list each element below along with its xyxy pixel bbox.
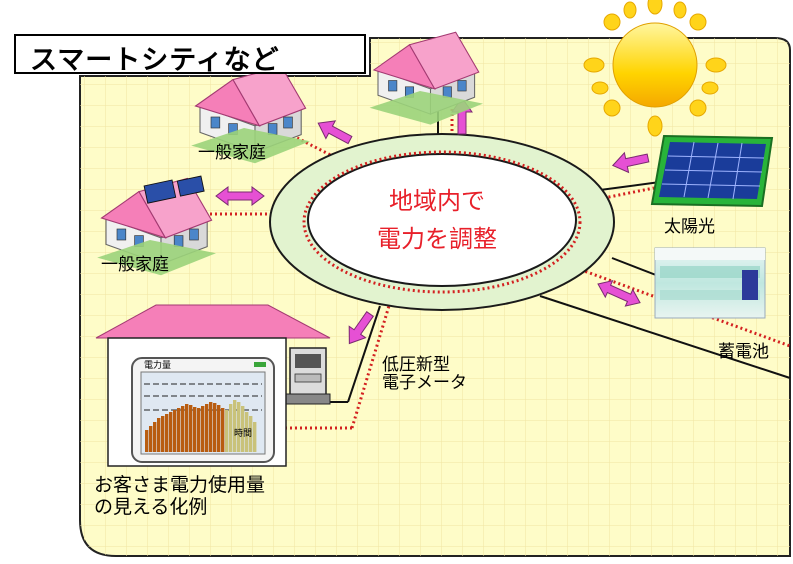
usage-bar: [161, 416, 165, 452]
usage-bar: [229, 404, 233, 452]
label-display-line2: の見える化例: [94, 496, 208, 518]
usage-bar: [249, 416, 253, 452]
usage-bar: [253, 422, 257, 452]
sun-icon: [583, 0, 727, 137]
usage-bar: [217, 405, 221, 452]
arrow-to-battery: [597, 279, 641, 307]
center-text-line1: 地域内で: [389, 187, 485, 215]
display-screen-title: 電力量: [144, 359, 171, 371]
usage-bar: [233, 400, 237, 452]
usage-bar: [237, 402, 241, 452]
label-display-line1: お客さま電力使用量: [94, 474, 266, 496]
arrow-to-house-left: [215, 186, 265, 206]
regional-adjust-ring: [302, 150, 582, 294]
label-house-top-left: 一般家庭: [198, 143, 266, 163]
usage-bar: [181, 406, 185, 452]
usage-bar: [213, 403, 217, 452]
usage-bar: [201, 406, 205, 452]
usage-bar: [157, 418, 161, 452]
usage-bar: [241, 406, 245, 452]
usage-bar: [205, 404, 209, 452]
label-meter-line2: 電子メータ: [382, 373, 467, 393]
usage-bar: [149, 426, 153, 452]
usage-bar: [153, 422, 157, 452]
usage-bar: [173, 410, 177, 452]
battery-icon: [654, 247, 766, 319]
usage-bar: [185, 404, 189, 452]
usage-bar: [189, 405, 193, 452]
usage-bar: [225, 410, 229, 452]
house-left-icon: [96, 175, 217, 276]
usage-bars: [145, 400, 257, 452]
display-screen-x-label: 時間: [234, 428, 252, 439]
usage-bar: [145, 430, 149, 452]
label-house-left: 一般家庭: [101, 255, 169, 275]
usage-bar: [169, 412, 173, 452]
usage-bar: [209, 402, 213, 452]
title-box: [14, 34, 366, 74]
label-battery: 蓄電池: [718, 342, 769, 362]
energy-display-panel: [131, 357, 275, 463]
usage-bar: [193, 407, 197, 452]
usage-bar: [197, 408, 201, 452]
usage-bar: [165, 414, 169, 452]
solar-panel-icon: [650, 134, 774, 208]
center-text-line2: 電力を調整: [377, 225, 497, 253]
usage-bar: [221, 408, 225, 452]
label-meter-line1: 低圧新型: [382, 355, 450, 375]
smart-meter-icon: [285, 347, 331, 405]
page-title: スマートシティなど: [30, 45, 280, 76]
label-solar: 太陽光: [664, 217, 715, 237]
grid-ring-inner: [307, 153, 577, 287]
usage-bar: [177, 408, 181, 452]
usage-bar: [245, 412, 249, 452]
